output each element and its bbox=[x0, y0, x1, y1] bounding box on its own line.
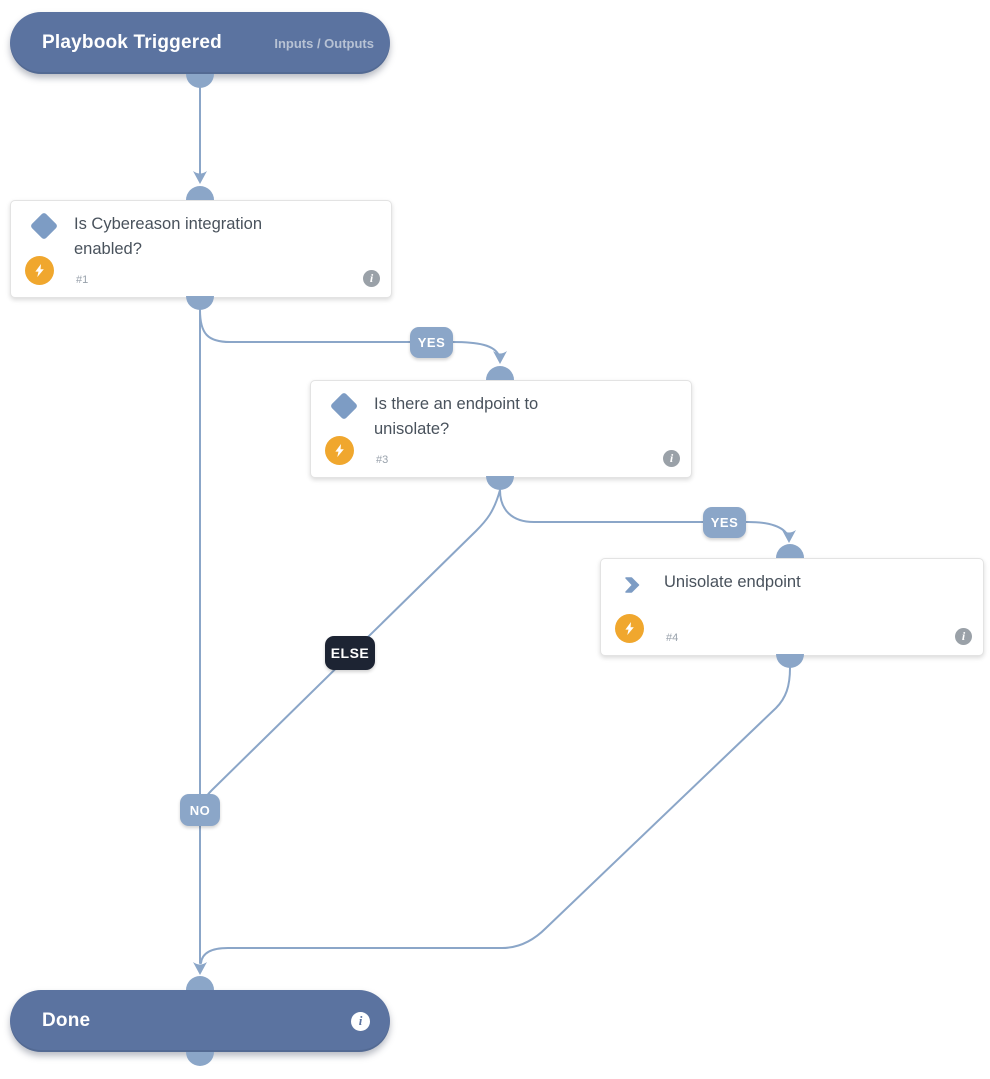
condition-node-3[interactable]: Is there an endpoint to unisolate? #3 i bbox=[310, 380, 692, 478]
automation-bolt-icon bbox=[615, 614, 644, 643]
condition-3-task-id: #3 bbox=[376, 454, 389, 466]
edge-cond1-yes-to-cond3 bbox=[199, 309, 500, 357]
task-4-task-id: #4 bbox=[666, 632, 679, 644]
connector-dome-done-top bbox=[186, 976, 214, 990]
edge-label-yes-cond1: YES bbox=[410, 327, 453, 358]
arrowhead-into-done bbox=[193, 962, 207, 975]
edge-label-yes-cond3: YES bbox=[703, 507, 746, 538]
connector-dome-cond1-top bbox=[186, 186, 214, 200]
condition-node-1[interactable]: Is Cybereason integration enabled? #1 i bbox=[10, 200, 392, 298]
condition-1-task-id: #1 bbox=[76, 274, 89, 286]
info-glyph: i bbox=[961, 629, 966, 643]
arrowhead-into-cond1 bbox=[193, 171, 207, 184]
connector-dome-done-bottom bbox=[186, 1052, 214, 1066]
info-glyph: i bbox=[358, 1013, 363, 1028]
edge-label-else-cond3: ELSE bbox=[325, 636, 375, 670]
arrowhead-into-cond3 bbox=[493, 351, 507, 364]
connector-dome-trigger-bottom bbox=[186, 74, 214, 88]
inputs-outputs-button[interactable]: Inputs / Outputs bbox=[274, 35, 374, 51]
playbook-triggered-title: Playbook Triggered bbox=[42, 32, 222, 53]
info-icon[interactable]: i bbox=[663, 450, 680, 467]
connector-dome-task4-top bbox=[776, 544, 804, 558]
automation-bolt-icon bbox=[25, 256, 54, 285]
info-glyph: i bbox=[369, 271, 374, 285]
automation-bolt-icon bbox=[325, 436, 354, 465]
playbook-triggered-node[interactable]: Playbook Triggered Inputs / Outputs bbox=[10, 12, 390, 74]
connector-dome-cond3-bottom bbox=[486, 476, 514, 490]
task-node-4[interactable]: Unisolate endpoint #4 i bbox=[600, 558, 984, 656]
info-icon[interactable]: i bbox=[955, 628, 972, 645]
info-icon[interactable]: i bbox=[351, 1011, 370, 1031]
condition-diamond-icon bbox=[329, 391, 359, 421]
condition-3-title: Is there an endpoint to unisolate? bbox=[374, 395, 539, 438]
connector-dome-cond3-top bbox=[486, 366, 514, 380]
edge-label-no-cond1: NO bbox=[180, 794, 220, 826]
task-chevron-icon bbox=[621, 574, 643, 596]
condition-diamond-icon bbox=[29, 211, 59, 241]
info-glyph: i bbox=[669, 451, 674, 465]
edge-task4-to-done bbox=[200, 667, 791, 964]
condition-1-title: Is Cybereason integration enabled? bbox=[74, 215, 263, 258]
arrowhead-into-task4 bbox=[782, 530, 796, 543]
done-title: Done bbox=[42, 1010, 91, 1031]
task-4-title: Unisolate endpoint bbox=[664, 573, 801, 591]
done-node[interactable]: Done i bbox=[10, 990, 390, 1052]
connector-dome-task4-bottom bbox=[776, 654, 804, 668]
info-icon[interactable]: i bbox=[363, 270, 380, 287]
connector-dome-cond1-bottom bbox=[186, 296, 214, 310]
